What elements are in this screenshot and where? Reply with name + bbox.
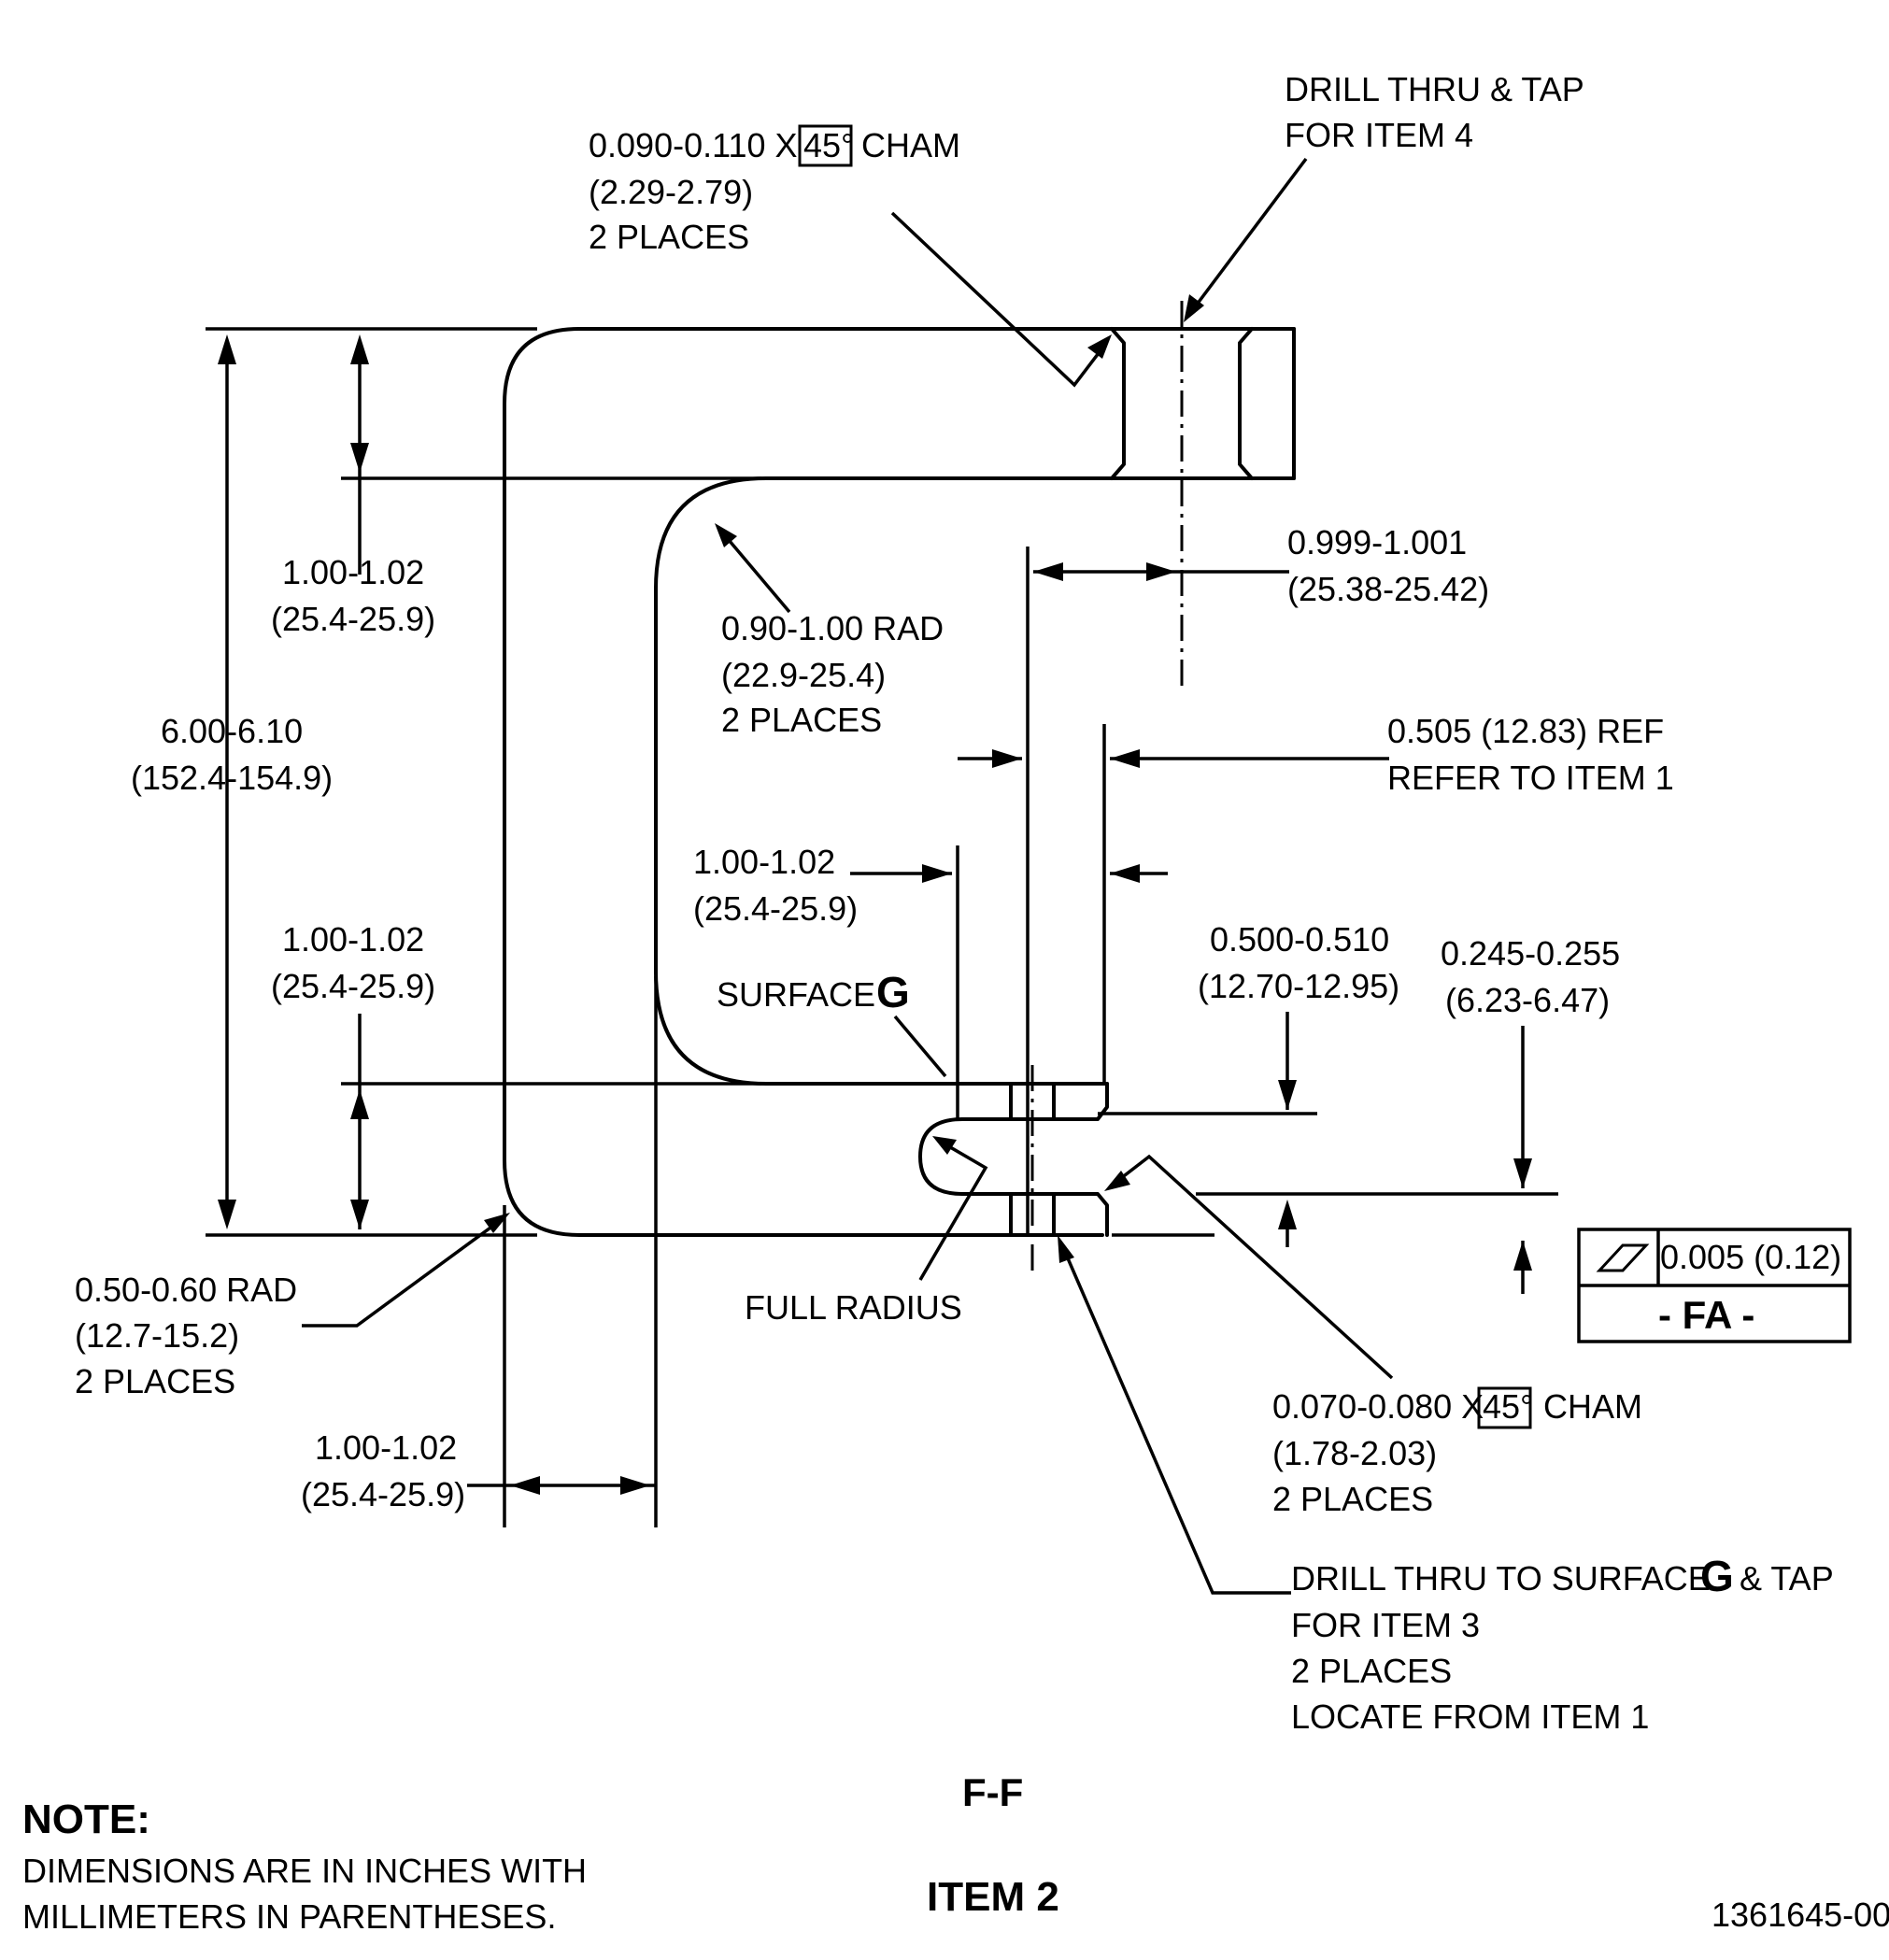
- cham-top-metric: (2.29-2.79): [589, 173, 753, 211]
- flatness-symbol-icon: [1596, 1243, 1650, 1272]
- drawing-number: 1361645-00: [1711, 1896, 1889, 1934]
- part-outline: [503, 327, 1296, 1237]
- svg-text:0.50-0.60 RAD: 0.50-0.60 RAD: [75, 1271, 297, 1309]
- svg-text:CHAM: CHAM: [1543, 1387, 1642, 1426]
- svg-text:0.999-1.001: 0.999-1.001: [1287, 523, 1467, 561]
- svg-text:2 PLACES: 2 PLACES: [1272, 1480, 1433, 1518]
- leader-lines: [302, 157, 1394, 1595]
- svg-text:(25.4-25.9): (25.4-25.9): [271, 600, 435, 638]
- callout-full-radius: FULL RADIUS: [745, 1288, 962, 1327]
- svg-text:& TAP: & TAP: [1740, 1559, 1834, 1598]
- svg-text:(6.23-6.47): (6.23-6.47): [1445, 981, 1610, 1019]
- callout-dim-245: 0.245-0.255 (6.23-6.47): [1441, 934, 1620, 1019]
- svg-text:(12.70-12.95): (12.70-12.95): [1198, 967, 1399, 1005]
- callout-rad-outer: 0.50-0.60 RAD (12.7-15.2) 2 PLACES: [75, 1271, 297, 1400]
- svg-text:LOCATE FROM ITEM 1: LOCATE FROM ITEM 1: [1291, 1697, 1649, 1736]
- callout-dim-mid: 1.00-1.02 (25.4-25.9): [693, 843, 858, 928]
- svg-text:FOR ITEM 4: FOR ITEM 4: [1285, 116, 1473, 154]
- callout-ref-505: 0.505 (12.83) REF REFER TO ITEM 1: [1387, 712, 1674, 797]
- svg-text:1.00-1.02: 1.00-1.02: [315, 1428, 457, 1467]
- svg-text:G: G: [1700, 1552, 1734, 1600]
- callout-dim-500: 0.500-0.510 (12.70-12.95): [1198, 920, 1399, 1005]
- callout-cham-top: 0.090-0.110 X 45° CHAM (2.29-2.79) 2 PLA…: [589, 124, 960, 256]
- svg-text:FOR ITEM 3: FOR ITEM 3: [1291, 1606, 1480, 1644]
- center-lines: [1030, 301, 1184, 1271]
- svg-text:FULL RADIUS: FULL RADIUS: [745, 1288, 962, 1327]
- cham-top-angle: 45°: [803, 126, 854, 164]
- svg-text:(12.7-15.2): (12.7-15.2): [75, 1316, 239, 1355]
- svg-text:SURFACE: SURFACE: [717, 975, 875, 1014]
- svg-text:0.070-0.080 X: 0.070-0.080 X: [1272, 1387, 1484, 1426]
- cham-top-suffix: CHAM: [861, 126, 960, 164]
- svg-text:DRILL THRU TO SURFACE: DRILL THRU TO SURFACE: [1291, 1559, 1711, 1598]
- svg-text:DRILL THRU & TAP: DRILL THRU & TAP: [1285, 70, 1584, 108]
- svg-text:1.00-1.02: 1.00-1.02: [282, 920, 424, 959]
- callout-dim-hole-offset: 0.999-1.001 (25.38-25.42): [1287, 523, 1489, 608]
- note-line-2: MILLIMETERS IN PARENTHESES.: [22, 1897, 556, 1936]
- svg-text:(1.78-2.03): (1.78-2.03): [1272, 1434, 1437, 1472]
- cham-top-value: 0.090-0.110 X: [589, 126, 798, 164]
- dimension-lines: [206, 327, 1558, 1527]
- callout-dim-bottom-flange: 1.00-1.02 (25.4-25.9): [271, 920, 435, 1005]
- note-line-1: DIMENSIONS ARE IN INCHES WITH: [22, 1852, 587, 1890]
- callout-dim-top-flange: 1.00-1.02 (25.4-25.9): [271, 553, 435, 638]
- svg-text:(25.4-25.9): (25.4-25.9): [693, 889, 858, 928]
- svg-text:1.00-1.02: 1.00-1.02: [282, 553, 424, 591]
- svg-text:(25.38-25.42): (25.38-25.42): [1287, 570, 1489, 608]
- callout-drill-item3: DRILL THRU TO SURFACE G & TAP FOR ITEM 3…: [1291, 1552, 1834, 1736]
- title-block: F-F ITEM 2 1361645-00: [927, 1770, 1889, 1934]
- svg-text:REFER TO ITEM 1: REFER TO ITEM 1: [1387, 759, 1674, 797]
- svg-text:2 PLACES: 2 PLACES: [721, 701, 882, 739]
- svg-text:G: G: [876, 968, 910, 1016]
- item-label: ITEM 2: [927, 1874, 1059, 1920]
- callout-dim-overall: 6.00-6.10 (152.4-154.9): [131, 712, 333, 797]
- svg-text:1.00-1.02: 1.00-1.02: [693, 843, 835, 881]
- svg-text:0.505 (12.83) REF: 0.505 (12.83) REF: [1387, 712, 1664, 750]
- svg-text:2 PLACES: 2 PLACES: [75, 1362, 235, 1400]
- callout-dim-web: 1.00-1.02 (25.4-25.9): [301, 1428, 465, 1513]
- cham-top-qty: 2 PLACES: [589, 218, 749, 256]
- view-label: F-F: [962, 1770, 1023, 1814]
- callout-surface-g: SURFACE G: [717, 968, 910, 1016]
- svg-text:0.245-0.255: 0.245-0.255: [1441, 934, 1620, 973]
- note-title: NOTE:: [22, 1797, 150, 1842]
- svg-text:0.90-1.00 RAD: 0.90-1.00 RAD: [721, 609, 944, 647]
- svg-text:6.00-6.10: 6.00-6.10: [161, 712, 303, 750]
- svg-text:0.500-0.510: 0.500-0.510: [1210, 920, 1389, 959]
- svg-text:45°: 45°: [1483, 1387, 1533, 1426]
- callout-flatness: 0.005 (0.12) - FA -: [1658, 1238, 1841, 1337]
- svg-text:(25.4-25.9): (25.4-25.9): [271, 967, 435, 1005]
- flatness-tolerance: 0.005 (0.12): [1660, 1238, 1841, 1276]
- datum-label: - FA -: [1658, 1293, 1754, 1337]
- svg-text:(22.9-25.4): (22.9-25.4): [721, 656, 886, 694]
- svg-text:(25.4-25.9): (25.4-25.9): [301, 1475, 465, 1513]
- flatness-frame: [1577, 1228, 1852, 1343]
- callout-drill-item4: DRILL THRU & TAP FOR ITEM 4: [1285, 70, 1584, 154]
- svg-text:(152.4-154.9): (152.4-154.9): [131, 759, 333, 797]
- note-block: NOTE: DIMENSIONS ARE IN INCHES WITH MILL…: [22, 1797, 587, 1936]
- callout-cham-bottom: 0.070-0.080 X 45° CHAM (1.78-2.03) 2 PLA…: [1272, 1386, 1642, 1518]
- callout-rad-inner: 0.90-1.00 RAD (22.9-25.4) 2 PLACES: [721, 609, 944, 739]
- svg-text:2 PLACES: 2 PLACES: [1291, 1652, 1452, 1690]
